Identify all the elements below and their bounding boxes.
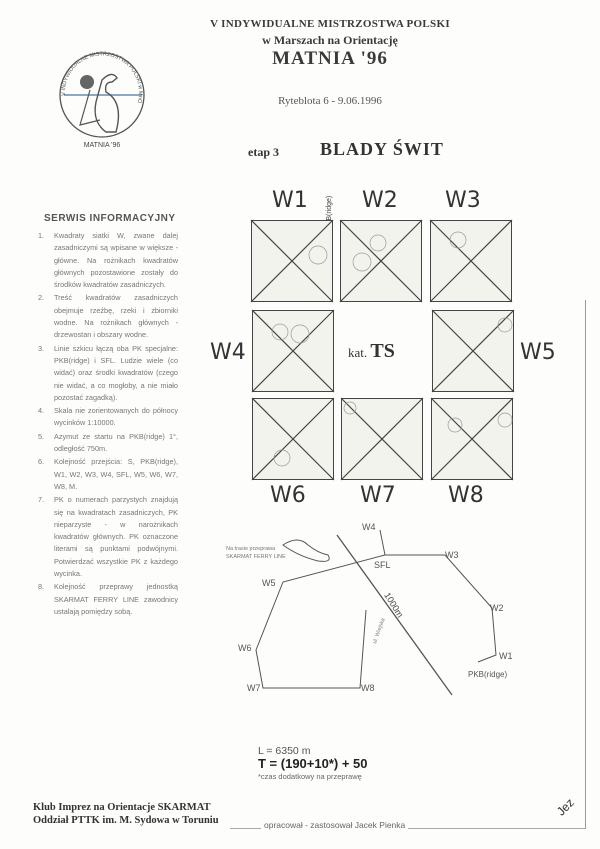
place-date: Ryteblota 6 - 9.06.1996	[278, 95, 382, 107]
event-logo: V INDYWIDUALNE MISTRZOSTWA POLSKI w MnO …	[42, 35, 162, 155]
route-w8: W8	[361, 683, 375, 693]
info-item: 7. PK o numerach parzystych znajdują się …	[38, 494, 178, 580]
route-pkb: PKB(ridge)	[468, 670, 508, 679]
info-item: 1. Kwadraty siatki W, zwane dalej zasadni…	[38, 230, 178, 291]
event-name: MATNIA '96	[272, 48, 388, 69]
event-title-line2: w Marszach na Orientację	[262, 33, 398, 47]
label-w5: W5	[520, 340, 556, 365]
lake-shape	[282, 539, 330, 562]
item-text: Skala nie zorientowanych do północy wyci…	[54, 406, 178, 428]
item-text: Azymut ze startu na PKB(ridge) 1°, odleg…	[54, 431, 178, 454]
squares-diagonals	[250, 219, 515, 481]
item-number: 1.	[38, 231, 45, 240]
category-value: TS	[370, 340, 395, 362]
info-item: 6. Kolejność przejścia: S, PKB(ridge), W1…	[38, 456, 178, 493]
category: kat. TS	[348, 340, 395, 363]
item-number: 8.	[38, 582, 45, 592]
label-w4: W4	[210, 340, 246, 365]
scale-arrow	[336, 534, 453, 696]
item-number: 5.	[38, 431, 45, 441]
label-w2: W2	[362, 188, 398, 213]
ferry-note: Na trasie przeprawa SKARMAT FERRY LINE	[226, 546, 286, 560]
course-length: L = 6350 m	[258, 745, 311, 757]
label-w3: W3	[445, 188, 481, 213]
author: opracował - zastosował Jacek Pienka	[261, 820, 409, 830]
info-item: 8. Kolejność przeprawy jednostką SKARMAT …	[38, 581, 178, 618]
route-line-west	[255, 554, 386, 689]
item-text: Kolejność przejścia: S, PKB(ridge), W1, …	[54, 457, 178, 491]
event-title-line1: V INDYWIDUALNE MISTRZOSTWA POLSKI	[210, 18, 450, 30]
item-number: 6.	[38, 457, 45, 467]
club-info: Klub Imprez na Orientacje SKARMAT Oddzia…	[33, 801, 219, 827]
item-number: 4.	[38, 406, 45, 416]
item-text: Treść kwadratów zasadniczych obejmuje rz…	[54, 293, 178, 340]
category-prefix: kat.	[348, 345, 368, 360]
stage-name: BLADY ŚWIT	[320, 139, 444, 159]
item-number: 3.	[38, 343, 45, 353]
info-item: 4. Skala nie zorientowanych do północy wy…	[38, 405, 178, 430]
svg-text:MATNIA '96: MATNIA '96	[84, 142, 121, 149]
item-text: PK o numerach parzystych znajdują się na…	[54, 495, 178, 579]
label-w6: W6	[270, 483, 306, 508]
route-w4: W4	[362, 522, 376, 532]
route-w7: W7	[247, 683, 261, 693]
info-item: 5. Azymut ze startu na PKB(ridge) 1°, odl…	[38, 431, 178, 456]
route-w6: W6	[238, 643, 252, 653]
route-sfl: SFL	[374, 560, 391, 570]
contour-lines	[271, 231, 513, 467]
time-footnote: *czas dodatkowy na przeprawę	[258, 772, 362, 781]
item-text: Kwadraty siatki W, zwane dalej zasadnicz…	[54, 231, 178, 290]
page-border	[585, 300, 586, 829]
item-number: 2.	[38, 293, 45, 303]
route-line-east	[379, 529, 497, 663]
time-limit: T = (190+10*) + 50	[258, 756, 368, 771]
club-line2: Oddział PTTK im. M. Sydowa w Toruniu	[33, 815, 219, 826]
route-w2: W2	[490, 603, 504, 613]
item-text: Linie szkicu łączą oba PK specjalne: PKB…	[54, 343, 178, 402]
item-number: 7.	[38, 495, 45, 505]
route-w5: W5	[262, 578, 276, 588]
route-w1: W1	[499, 651, 513, 661]
info-item: 3. Linie szkicu łączą oba PK specjalne: P…	[38, 343, 178, 404]
info-list: 1. Kwadraty siatki W, zwane dalej zasadni…	[38, 230, 178, 619]
route-w3: W3	[445, 550, 459, 560]
label-w8: W8	[448, 483, 484, 508]
label-w1: W1	[272, 188, 308, 213]
item-text: Kolejność przeprawy jednostką SKARMAT FE…	[54, 582, 178, 616]
info-title: SERWIS INFORMACYJNY	[44, 213, 176, 224]
label-w7: W7	[360, 483, 396, 508]
stage-label: etap 3	[248, 145, 279, 159]
info-item: 2. Treść kwadratów zasadniczych obejmuje …	[38, 292, 178, 341]
club-line1: Klub Imprez na Orientacje SKARMAT	[33, 802, 211, 813]
